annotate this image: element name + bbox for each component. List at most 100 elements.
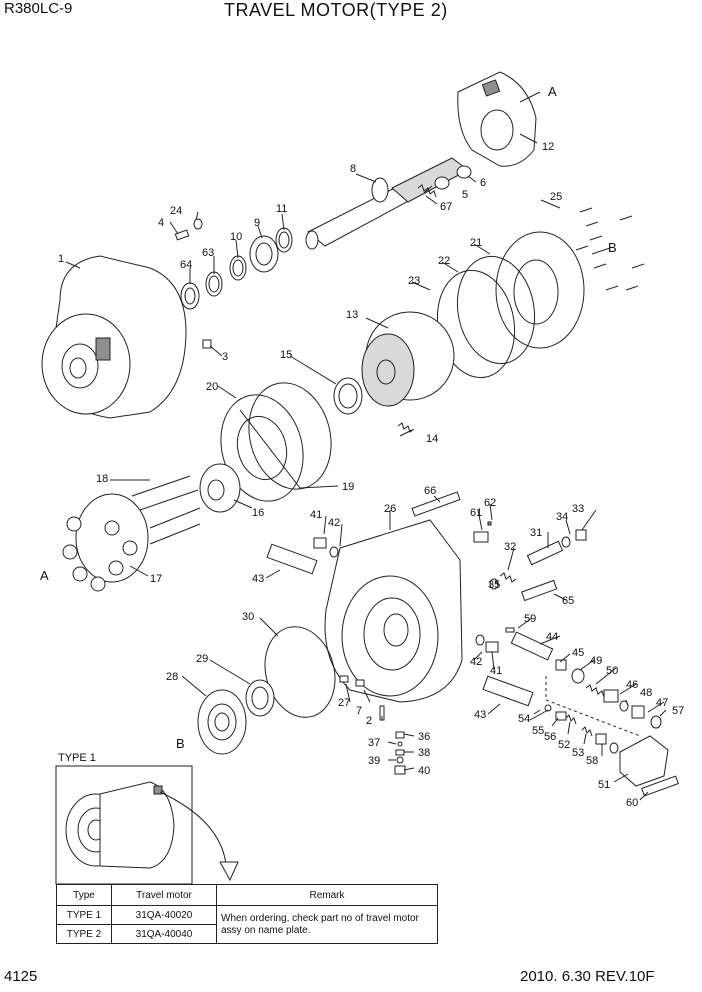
- callout-49: 49: [590, 655, 602, 667]
- part-35-o-ring: [489, 578, 499, 590]
- part-17-piston-assembly: [62, 475, 201, 592]
- part-26-valve-housing: [324, 519, 463, 703]
- table-row: TYPE 1 31QA-40020 When ordering, check p…: [56, 905, 438, 944]
- callout-19: 19: [342, 481, 354, 493]
- callout-35: 35: [488, 579, 500, 591]
- part-20-friction-plates: [220, 382, 332, 502]
- callout-23: 23: [408, 275, 420, 287]
- callout-59: 59: [524, 613, 536, 625]
- callout-66: 66: [424, 485, 436, 497]
- callout-30: 30: [242, 611, 254, 623]
- part-59-pin: [505, 627, 515, 633]
- part-44-spool: [510, 631, 554, 661]
- part-7-pin: [355, 679, 365, 687]
- callout-7: 7: [356, 705, 362, 717]
- callout-15: 15: [280, 349, 292, 361]
- header-travel-motor: Travel motor: [111, 884, 217, 906]
- callout-B-upper: B: [608, 240, 617, 255]
- callout-26: 26: [384, 503, 396, 515]
- part-66-bolt: [411, 491, 461, 517]
- callout-33: 33: [572, 503, 584, 515]
- callout-40: 40: [418, 765, 430, 777]
- part-30-o-ring: [264, 626, 336, 718]
- callout-29: 29: [196, 653, 208, 665]
- part-41-plug-mid: [485, 641, 499, 653]
- model-number: R380LC-9: [4, 0, 73, 17]
- callout-37: 37: [368, 737, 380, 749]
- part-45-plug: [555, 659, 567, 671]
- callout-36: 36: [418, 731, 430, 743]
- part-38-seat: [395, 749, 405, 756]
- callout-43-lower: 43: [474, 709, 486, 721]
- part-51-cover: [619, 735, 669, 787]
- callout-A-lower: A: [40, 568, 49, 583]
- cell-motor: 31QA-40020: [111, 905, 217, 925]
- part-60-bolt: [641, 775, 679, 797]
- callout-52: 52: [558, 739, 570, 751]
- part-55-spring: [565, 714, 577, 725]
- part-49-ring: [571, 668, 585, 684]
- callout-25: 25: [550, 191, 562, 203]
- part-9-bearing: [249, 235, 279, 273]
- part-40-plug: [394, 765, 406, 775]
- callout-3: 3: [222, 351, 228, 363]
- callout-27: 27: [338, 697, 350, 709]
- page-number: 4125: [4, 968, 38, 985]
- part-6-plug: [456, 165, 472, 179]
- callout-31: 31: [530, 527, 542, 539]
- part-54-ball: [544, 704, 552, 712]
- callout-6: 6: [480, 177, 486, 189]
- callout-39: 39: [368, 755, 380, 767]
- callout-12: 12: [542, 141, 554, 153]
- callout-62: 62: [484, 497, 496, 509]
- part-43-spool-lower: [482, 675, 534, 707]
- part-36-plug: [395, 731, 405, 739]
- callout-60: 60: [626, 797, 638, 809]
- callout-58: 58: [586, 755, 598, 767]
- part-37-ball: [397, 741, 403, 747]
- part-42-o-ring-mid: [475, 634, 485, 646]
- part-11-snap-ring: [275, 227, 293, 253]
- callout-54: 54: [518, 713, 530, 725]
- part-64-seal: [180, 282, 200, 310]
- type1-inset: [55, 765, 239, 885]
- callout-4: 4: [158, 217, 164, 229]
- callout-44: 44: [546, 631, 558, 643]
- part-39-o-ring: [396, 756, 404, 764]
- callout-20: 20: [206, 381, 218, 393]
- part-31-valve: [526, 540, 564, 566]
- part-10-ring: [229, 255, 247, 281]
- callout-22: 22: [438, 255, 450, 267]
- part-58-o-ring: [609, 742, 619, 754]
- part-12-cover-plate: [457, 71, 537, 167]
- callout-46: 46: [626, 679, 638, 691]
- part-34-o-ring: [561, 536, 571, 548]
- part-65-bolt: [521, 579, 558, 602]
- part-52-spring: [581, 726, 593, 737]
- callout-50: 50: [606, 665, 618, 677]
- callout-42-mid: 42: [470, 656, 482, 668]
- table-header-row: Type Travel motor Remark: [56, 884, 438, 906]
- part-67-spring: [417, 184, 437, 198]
- part-57-o-ring: [650, 715, 662, 729]
- part-42-o-ring-upper: [329, 546, 339, 558]
- callout-51: 51: [598, 779, 610, 791]
- table-row: TYPE 2 31QA-40040: [56, 924, 438, 944]
- part-62-pin: [487, 521, 492, 526]
- callout-57: 57: [672, 705, 684, 717]
- part-13-cylinder-block: [361, 311, 455, 407]
- part-33-plug: [575, 529, 587, 541]
- part-16-ball-guide: [199, 463, 241, 513]
- callout-47: 47: [656, 697, 668, 709]
- leader-lines: [65, 91, 667, 801]
- callout-61: 61: [470, 507, 482, 519]
- callout-17: 17: [150, 573, 162, 585]
- callout-38: 38: [418, 747, 430, 759]
- part-15-ring: [333, 377, 363, 415]
- callout-A: A: [548, 84, 557, 99]
- part-32-spring: [499, 572, 517, 583]
- header-type: Type: [56, 884, 112, 906]
- part-14-spring: [397, 422, 415, 433]
- part-5-plug: [434, 176, 450, 190]
